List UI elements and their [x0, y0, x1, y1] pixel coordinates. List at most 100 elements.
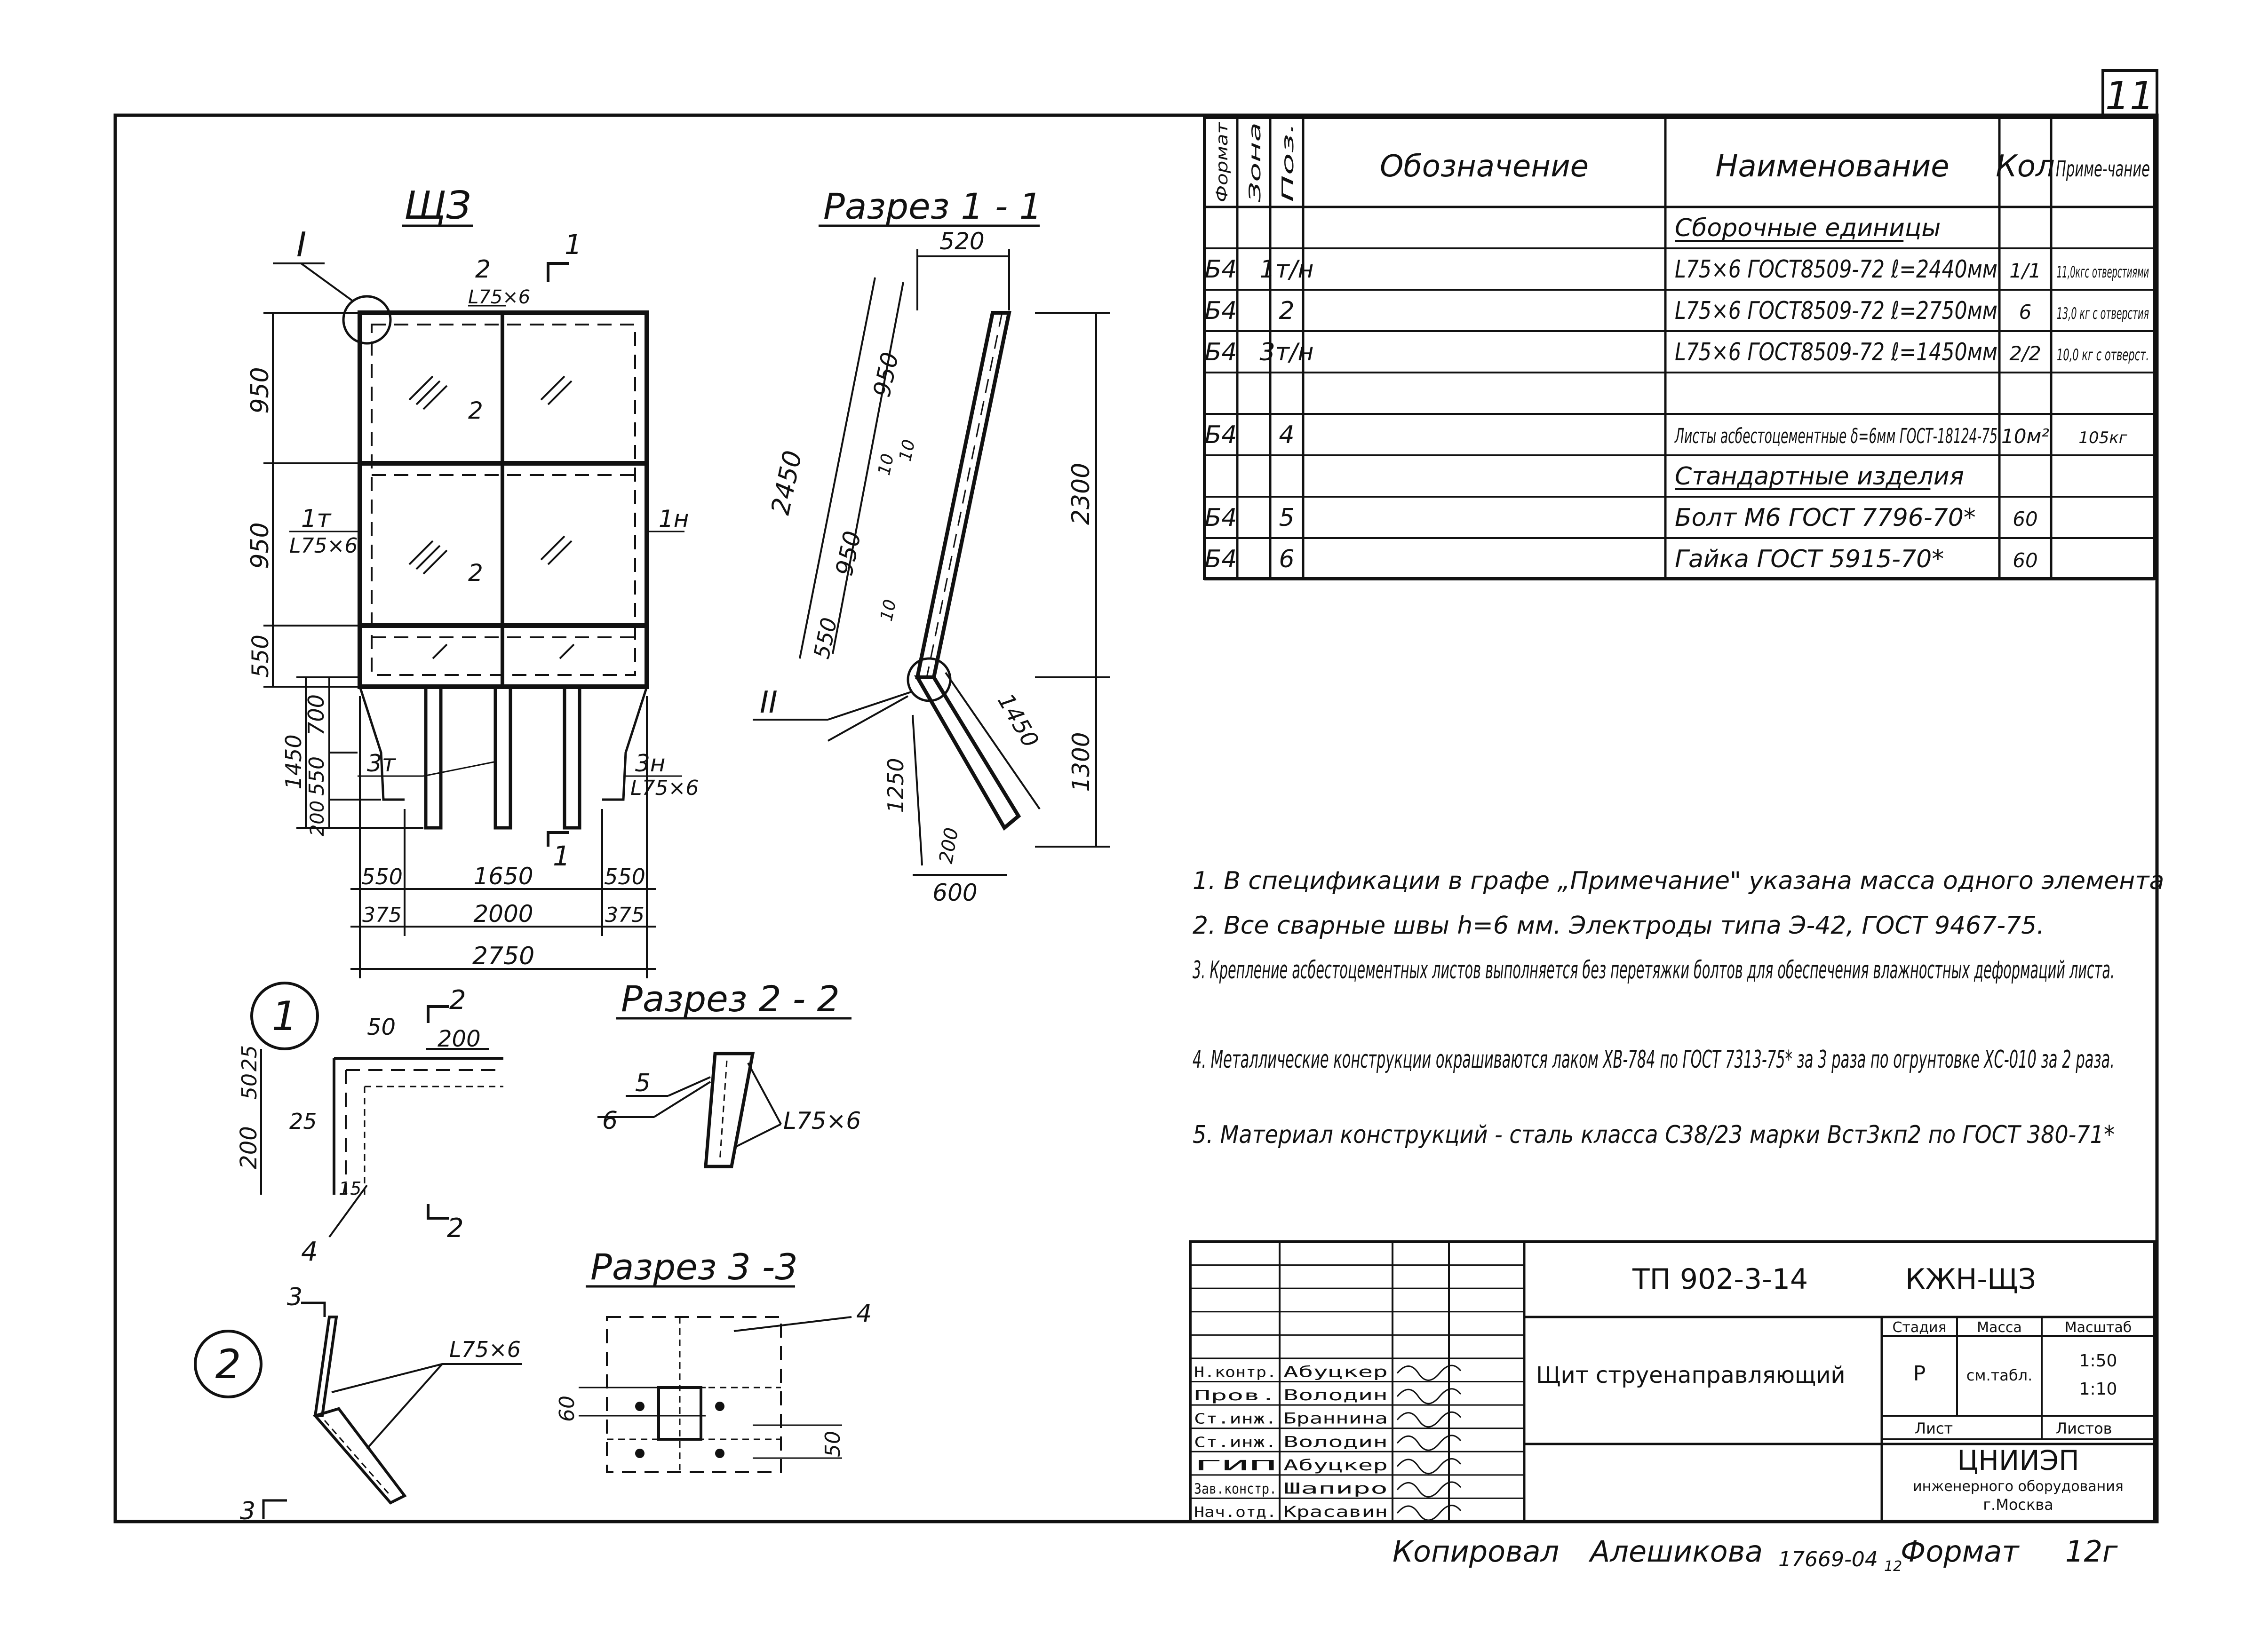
spec-cell-r5-c0: Б4 — [1205, 421, 1237, 449]
spec-cell-r1-c2: 1т/н — [1260, 255, 1314, 284]
signer-role: Зав.констр. — [1194, 1481, 1277, 1497]
svg-text:600: 600 — [932, 879, 977, 906]
doc-code: ТП 902-3-14 — [1632, 1263, 1808, 1296]
spec-cell-r5-c2: 4 — [1279, 421, 1294, 449]
detail-1: 1 2 2 50 200 25 50 200 25 15 4 — [236, 982, 503, 1267]
callout-II: II — [760, 685, 778, 720]
spec-cell-r3-c0: Б4 — [1205, 338, 1237, 366]
svg-text:3т: 3т — [367, 750, 397, 777]
svg-text:60: 60 — [555, 1396, 579, 1422]
spec-cell-r5-c5: 10м² — [2001, 425, 2049, 448]
spec-cell-r3-c6: 10,0 кг с отверст. — [2057, 346, 2149, 365]
svg-text:950: 950 — [246, 522, 274, 569]
svg-text:375: 375 — [362, 903, 402, 927]
svg-text:550: 550 — [604, 864, 645, 889]
svg-text:25: 25 — [289, 1109, 317, 1134]
svg-text:Масштаб: Масштаб — [2065, 1319, 2132, 1336]
svg-text:550: 550 — [305, 756, 329, 796]
spec-cell-r7-c5: 60 — [2013, 508, 2037, 531]
spec-cell-r7-c4: Болт М6 ГОСТ 7796-70* — [1675, 504, 1976, 532]
svg-text:10: 10 — [896, 438, 919, 463]
svg-text:Формат: Формат — [1901, 1534, 2020, 1569]
svg-text:12г: 12г — [2065, 1534, 2118, 1569]
signature — [1396, 1458, 1462, 1475]
svg-text:2: 2 — [468, 397, 483, 424]
spec-cell-r1-c6: 11,0кгс отверстиями — [2057, 263, 2149, 282]
svg-text:520: 520 — [939, 228, 984, 255]
svg-text:15: 15 — [339, 1178, 361, 1199]
svg-text:200: 200 — [438, 1026, 481, 1052]
svg-text:6: 6 — [602, 1107, 618, 1135]
note-2: 2. Все сварные швы h=6 мм. Электроды тип… — [1193, 912, 2045, 940]
section-3-title: Разрез 3 -3 — [590, 1246, 798, 1288]
svg-text:2750: 2750 — [472, 942, 534, 970]
spec-cell-r1-c5: 1/1 — [2009, 259, 2041, 282]
svg-text:10: 10 — [875, 452, 898, 477]
svg-text:1300: 1300 — [1067, 732, 1095, 792]
svg-text:550: 550 — [361, 864, 403, 889]
copy-footer: Копировал Алешикова 17669-04 12 Формат 1… — [1393, 1534, 2118, 1575]
svg-text:2: 2 — [449, 985, 466, 1015]
spec-cell-r1-c0: Б4 — [1205, 255, 1237, 284]
spec-cell-r3-c4: L75×6 ГОСТ8509-72 ℓ=1450мм — [1675, 338, 1997, 366]
detail-1-number: 1 — [272, 993, 298, 1040]
spec-cell-r8-c4: Гайка ГОСТ 5915-70* — [1675, 545, 1944, 573]
scale-2: 1:10 — [2079, 1380, 2117, 1399]
svg-text:17669-04: 17669-04 — [1778, 1547, 1878, 1571]
signer-name: Красавин — [1283, 1503, 1388, 1521]
svg-text:375: 375 — [605, 903, 645, 927]
spec-cell-r2-c4: L75×6 ГОСТ8509-72 ℓ=2750мм — [1675, 297, 1997, 325]
svg-text:Масса: Масса — [1977, 1319, 2022, 1336]
svg-text:L75×6: L75×6 — [783, 1107, 861, 1134]
drawing-frame — [113, 113, 2159, 1523]
sheet-code: КЖН-ЩЗ — [1905, 1263, 2036, 1296]
svg-text:4: 4 — [301, 1237, 318, 1267]
svg-text:Копировал: Копировал — [1393, 1534, 1559, 1569]
stage-value: Р — [1913, 1362, 1926, 1386]
signature — [1396, 1435, 1462, 1451]
svg-text:3: 3 — [240, 1497, 255, 1525]
svg-text:L75×6: L75×6 — [289, 534, 358, 558]
section-3-3: Разрез 3 -3 4 60 50 — [555, 1246, 872, 1473]
signer-name: Абуцкер — [1283, 1363, 1388, 1381]
mass-value: см.табл. — [1966, 1366, 2033, 1384]
svg-text:10: 10 — [877, 598, 900, 623]
signature — [1396, 1481, 1462, 1498]
svg-text:2000: 2000 — [473, 900, 533, 928]
spec-header-6: Приме-чание — [2056, 156, 2150, 182]
note-4: 4. Металлические конструкции окрашиваютс… — [1193, 1046, 2115, 1074]
svg-text:3: 3 — [287, 1283, 302, 1311]
note-5: 5. Материал конструкций - сталь класса С… — [1193, 1121, 2115, 1149]
svg-text:5: 5 — [635, 1069, 651, 1097]
spec-cell-r8-c0: Б4 — [1205, 545, 1237, 573]
callout-I: I — [296, 225, 306, 264]
signer-role: Ст.инж. — [1194, 1411, 1277, 1428]
svg-text:1450: 1450 — [281, 734, 306, 789]
spec-cell-r8-c2: 6 — [1279, 545, 1294, 573]
svg-text:L75×6: L75×6 — [630, 776, 699, 800]
spec-cell-r1-c4: L75×6 ГОСТ8509-72 ℓ=2440мм — [1675, 255, 1997, 284]
org-name: ЦНИИЭП — [1957, 1444, 2079, 1476]
signature — [1396, 1388, 1462, 1404]
svg-text:Лист: Лист — [1915, 1420, 1953, 1437]
detail-2-number: 2 — [215, 1341, 241, 1388]
spec-cell-r5-c4: Листы асбестоцементные δ=6мм ГОСТ-18124-… — [1674, 424, 1997, 448]
svg-text:1: 1 — [565, 229, 582, 261]
front-view-title: ЩЗ — [404, 183, 471, 228]
svg-text:г.Москва: г.Москва — [1983, 1496, 2053, 1514]
signer-role: Нач.отд. — [1194, 1504, 1277, 1521]
section-1-title: Разрез 1 - 1 — [823, 185, 1042, 227]
signer-name: Володин — [1283, 1433, 1388, 1451]
spec-header-4: Наименование — [1715, 149, 1949, 184]
signer-role: Ст.инж. — [1194, 1434, 1277, 1451]
svg-text:50: 50 — [238, 1073, 262, 1100]
signer-role: Н.контр. — [1194, 1364, 1277, 1381]
svg-text:50: 50 — [821, 1431, 845, 1457]
title-block: ТП 902-3-14 КЖН-ЩЗ Щит струенаправляющий… — [1189, 1240, 2156, 1523]
note-1: 1. В спецификации в графе „Примечание" у… — [1193, 867, 2164, 895]
signer-role: ГИП — [1194, 1458, 1277, 1474]
signer-name: Шапиро — [1283, 1479, 1388, 1497]
spec-cell-r0-c4: Сборочные единицы — [1675, 214, 1941, 242]
